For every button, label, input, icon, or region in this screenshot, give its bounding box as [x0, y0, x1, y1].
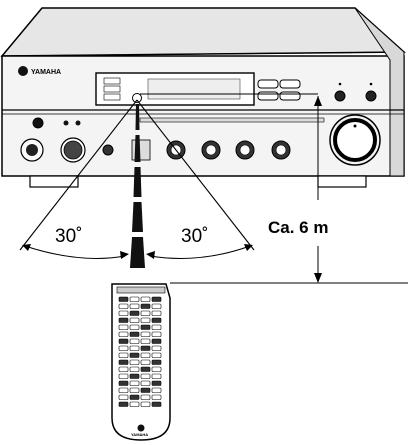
standby-button [32, 117, 44, 129]
av-receiver: YAMAHA [0, 7, 406, 188]
distance-indicator: Ca. 6 m [140, 93, 408, 284]
remote-button [151, 366, 162, 372]
remote-button [140, 324, 151, 330]
front-button [279, 91, 301, 101]
remote-button [129, 366, 140, 372]
remote-button [140, 338, 151, 344]
remote-button [129, 387, 140, 393]
remote-button [140, 401, 151, 407]
remote-button [129, 338, 140, 344]
front-button [257, 91, 279, 101]
angle-line-left [19, 99, 138, 251]
remote-button [151, 401, 162, 407]
arrow-down-icon [314, 273, 322, 283]
remote-button [118, 401, 129, 407]
remote-button [151, 394, 162, 400]
angle-line-right [136, 99, 255, 251]
distance-label: Ca. 6 m [268, 218, 328, 237]
remote-button [118, 345, 129, 351]
remote-button [140, 366, 151, 372]
remote-button [140, 373, 151, 379]
remote-button [118, 352, 129, 358]
input-button [334, 90, 346, 102]
tone-controls [131, 139, 291, 161]
remote-button [140, 303, 151, 309]
remote-logo-text: YAMAHA [131, 432, 148, 437]
remote-button [151, 338, 162, 344]
remote-button [129, 296, 140, 302]
remote-button [151, 359, 162, 365]
remote-button [118, 310, 129, 316]
yamaha-logo-icon [18, 66, 28, 76]
remote-button [151, 345, 162, 351]
input-button [365, 90, 377, 102]
remote-button [129, 373, 140, 379]
remote-button [118, 317, 129, 323]
remote-button [129, 317, 140, 323]
remote-button [151, 387, 162, 393]
remote-button-grid [118, 296, 162, 407]
remote-button [129, 324, 140, 330]
remote-button [118, 296, 129, 302]
remote-button [151, 310, 162, 316]
remote-button [129, 303, 140, 309]
angle-label-left: 30˚ [55, 226, 82, 247]
remote-button [140, 317, 151, 323]
remote-sensor-icon [132, 93, 142, 103]
remote-button [151, 303, 162, 309]
angle-label-right: 30˚ [181, 226, 208, 247]
remote-button [151, 373, 162, 379]
remote-button [118, 324, 129, 330]
remote-button [129, 310, 140, 316]
angle-arc-left [24, 245, 126, 259]
remote-button [151, 296, 162, 302]
receiver-top-cover [0, 7, 406, 57]
receiver-foot [317, 175, 367, 188]
remote-button [118, 331, 129, 337]
remote-button [151, 324, 162, 330]
ir-beam [130, 104, 145, 268]
arrow-up-icon [314, 96, 322, 106]
remote-button [151, 352, 162, 358]
remote-button [151, 317, 162, 323]
remote-button [118, 359, 129, 365]
remote-button [140, 345, 151, 351]
remote-button [118, 366, 129, 372]
remote-control: YAMAHA [111, 283, 171, 441]
remote-button [129, 345, 140, 351]
front-button [279, 79, 301, 89]
remote-button [140, 352, 151, 358]
receiver-foot [29, 175, 79, 188]
angle-arc-right [149, 245, 251, 259]
remote-logo-icon [137, 424, 145, 432]
remote-button [140, 331, 151, 337]
remote-button [140, 380, 151, 386]
remote-button [140, 296, 151, 302]
remote-button [129, 401, 140, 407]
remote-button [140, 359, 151, 365]
remote-button [118, 387, 129, 393]
remote-button [118, 373, 129, 379]
remote-button [118, 380, 129, 386]
remote-button [129, 331, 140, 337]
remote-button [140, 394, 151, 400]
remote-button [151, 380, 162, 386]
remote-button [140, 387, 151, 393]
receiver-logo-text: YAMAHA [31, 69, 61, 76]
front-button [257, 79, 279, 89]
remote-button [129, 394, 140, 400]
operating-range: 30˚ 30˚ [19, 99, 255, 268]
remote-button [118, 338, 129, 344]
remote-button [129, 359, 140, 365]
remote-button [118, 394, 129, 400]
remote-button [140, 310, 151, 316]
remote-button [129, 352, 140, 358]
remote-button [151, 331, 162, 337]
remote-button [129, 380, 140, 386]
remote-button [118, 303, 129, 309]
